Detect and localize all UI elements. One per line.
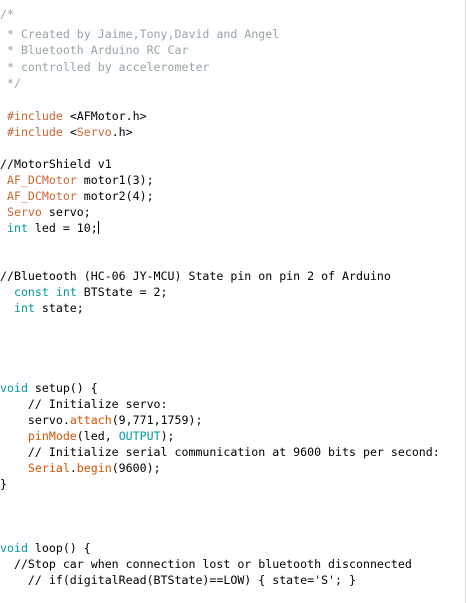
code-line[interactable]: //Stop car when connection lost or bluet…: [0, 556, 412, 572]
code-line[interactable]: void setup() {: [0, 380, 98, 396]
code-line[interactable]: /*: [0, 6, 14, 22]
code-token-type: AF_DCMotor: [0, 173, 77, 187]
code-line[interactable]: pinMode(led, OUTPUT);: [0, 428, 175, 444]
code-token-plain: .: [69, 461, 77, 475]
code-token-plain: //Stop car when connection lost or bluet…: [0, 557, 412, 571]
code-line[interactable]: // Initialize serial communication at 96…: [0, 444, 440, 460]
code-token-func: Serial: [27, 461, 70, 475]
code-token-plain: led = 10;: [27, 221, 98, 235]
code-token-keyword: void: [0, 381, 28, 395]
code-token-plain: motor1(3);: [76, 173, 154, 187]
code-token-plain: motor2(4);: [76, 189, 154, 203]
code-token-func: pinMode: [27, 429, 77, 443]
code-token-plain: servo.: [0, 413, 70, 427]
code-line[interactable]: #include <Servo.h>: [0, 124, 133, 140]
code-line[interactable]: // if(digitalRead(BTState)==LOW) { state…: [0, 572, 356, 588]
code-token-plain: setup() {: [27, 381, 98, 395]
code-token-plain: (led,: [76, 429, 119, 443]
code-token-plain: BTState = 2;: [76, 285, 168, 299]
code-token-plain: (9,771,1759);: [111, 413, 203, 427]
code-token-comment: * Bluetooth Arduino RC Car: [0, 43, 189, 57]
text-cursor: [97, 221, 99, 234]
code-line[interactable]: */: [0, 75, 21, 91]
code-line[interactable]: servo.attach(9,771,1759);: [0, 412, 203, 428]
code-token-plain: >: [139, 109, 147, 123]
code-token-comment: */: [0, 76, 21, 90]
code-token-keyword: void: [0, 541, 28, 555]
code-line[interactable]: Servo servo;: [0, 204, 91, 220]
code-token-plain: //MotorShield v1: [0, 157, 112, 171]
code-token-comment: * controlled by accelerometer: [0, 60, 210, 74]
code-token-plain: [0, 429, 28, 443]
code-line[interactable]: AF_DCMotor motor1(3);: [0, 172, 154, 188]
code-line[interactable]: }: [0, 476, 7, 492]
code-token-plain: }: [0, 477, 7, 491]
code-token-plain: // Initialize serial communication at 96…: [0, 445, 440, 459]
code-token-type: #include: [0, 109, 70, 123]
code-line[interactable]: // Initialize servo:: [0, 396, 168, 412]
code-token-plain: servo;: [41, 205, 91, 219]
code-line[interactable]: #include <AFMotor.h>: [0, 108, 147, 124]
code-token-plain: .h>: [111, 125, 133, 139]
code-line[interactable]: int state;: [0, 300, 84, 316]
code-token-comment: * Created by Jaime,Tony,David and Angel: [0, 27, 280, 41]
code-token-keyword: int: [0, 301, 35, 315]
code-line[interactable]: //Bluetooth (HC-06 JY-MCU) State pin on …: [0, 268, 391, 284]
code-token-keyword: const int: [0, 285, 77, 299]
code-token-plain: <: [69, 109, 77, 123]
code-token-comment: /*: [0, 7, 14, 21]
code-line[interactable]: int led = 10;: [0, 220, 99, 236]
code-token-type: #include: [0, 125, 70, 139]
code-token-plain: <: [69, 125, 77, 139]
code-token-func: begin: [76, 461, 112, 475]
code-token-plain: loop() {: [27, 541, 91, 555]
code-token-plain: //Bluetooth (HC-06 JY-MCU) State pin on …: [0, 269, 391, 283]
code-token-plain: [0, 461, 28, 475]
code-token-plain: // Initialize servo:: [0, 397, 168, 411]
code-token-type: AF_DCMotor: [0, 189, 77, 203]
code-token-plain: state;: [34, 301, 84, 315]
code-line[interactable]: AF_DCMotor motor2(4);: [0, 188, 154, 204]
code-token-plain: (9600);: [111, 461, 161, 475]
code-line[interactable]: * Created by Jaime,Tony,David and Angel: [0, 26, 279, 42]
code-line[interactable]: * controlled by accelerometer: [0, 59, 209, 75]
code-line[interactable]: Serial.begin(9600);: [0, 460, 161, 476]
code-token-plain: // if(digitalRead(BTState)==LOW) { state…: [0, 573, 356, 587]
code-token-const: OUTPUT: [118, 429, 161, 443]
code-line[interactable]: void loop() {: [0, 540, 91, 556]
code-token-keyword: int: [0, 221, 28, 235]
code-token-func: attach: [69, 413, 112, 427]
code-token-type: Servo: [0, 205, 42, 219]
code-line[interactable]: const int BTState = 2;: [0, 284, 168, 300]
code-token-plain: );: [160, 429, 175, 443]
code-token-plain: AFMotor.h: [76, 109, 140, 123]
code-token-type: Servo: [76, 125, 112, 139]
code-line[interactable]: * Bluetooth Arduino RC Car: [0, 42, 189, 58]
code-line[interactable]: //MotorShield v1: [0, 156, 112, 172]
